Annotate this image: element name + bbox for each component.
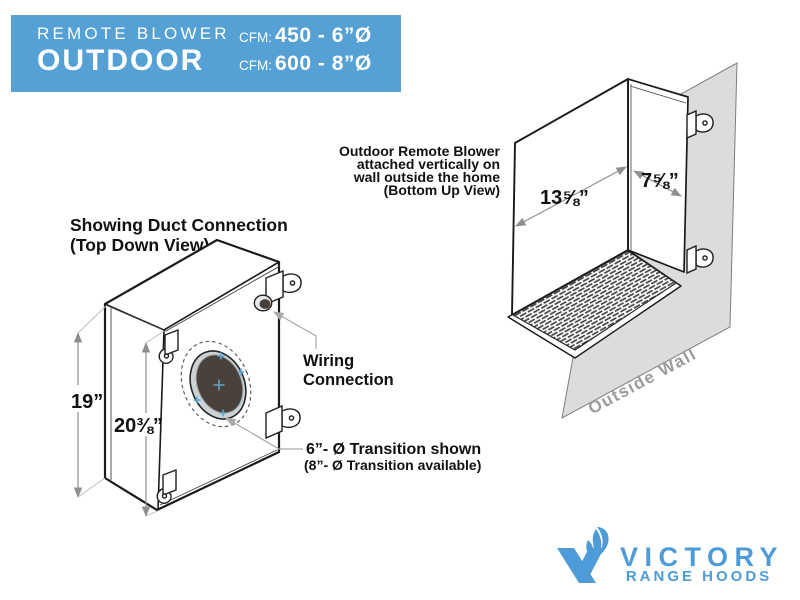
bottom-vent-grille: [511, 250, 678, 351]
victory-logo: VICTORY RANGE HOODS: [557, 527, 784, 585]
wiring-label-line2: Connection: [303, 371, 394, 389]
transition-leader-line: [225, 417, 303, 450]
caption-line1: Outdoor Remote Blower: [339, 143, 501, 159]
logo-brand-text: VICTORY: [620, 542, 784, 572]
dim-7-label: 7⅝”: [641, 170, 679, 192]
cfm-value-2: 600 - 8”Ø: [275, 52, 372, 75]
cfm-value-1: 450 - 6”Ø: [275, 24, 372, 47]
wiring-connection-callout: Wiring Connection: [273, 311, 394, 389]
duct-opening: [180, 340, 252, 428]
wiring-leader-line: [273, 311, 317, 349]
cfm-spec-row-1: CFM: 450 - 6”Ø: [239, 24, 372, 52]
wall-bracket-upper: [686, 109, 714, 140]
cfm-label-1: CFM:: [239, 30, 272, 45]
dim-7-line: [633, 170, 682, 197]
header-product-block: REMOTE BLOWER OUTDOOR: [37, 24, 230, 77]
mounting-bracket-bottom-right: [265, 404, 301, 440]
caption-line2: attached vertically on: [357, 156, 500, 172]
caption-line4: (Bottom Up View): [384, 182, 500, 198]
transition-label-line1: 6”- Ø Transition shown: [306, 441, 481, 458]
dim-13-line: [515, 166, 627, 227]
wall-mount-diagram: 13⅝” 7⅝” Outdoor Remote Blower attached …: [339, 62, 738, 419]
dim-20-label: 20⅜”: [114, 415, 163, 437]
dimension-19in: 19”: [71, 305, 107, 499]
dim-13-label: 13⅝”: [540, 187, 589, 209]
mounting-bracket-bottom-left: [156, 468, 177, 504]
cfm-spec-block: CFM: 450 - 6”Ø CFM: 600 - 8”Ø: [239, 24, 372, 80]
mounting-bracket-top-right: [265, 269, 302, 306]
caption-line3: wall outside the home: [353, 169, 500, 185]
left-diagram-title-line2: (Top Down View): [70, 235, 209, 255]
wall-mounting-brackets: [686, 109, 714, 275]
product-line-label: REMOTE BLOWER: [37, 24, 230, 43]
product-name-label: OUTDOOR: [37, 44, 205, 77]
wiring-label-line1: Wiring: [303, 352, 354, 370]
left-box-mounting-brackets: [156, 269, 302, 504]
box-bottom-seam-line: [159, 449, 278, 506]
duct-crosshair-marks: [193, 352, 245, 417]
left-diagram-title-line1: Showing Duct Connection: [70, 215, 288, 235]
cfm-spec-row-2: CFM: 600 - 8”Ø: [239, 52, 372, 80]
dimension-13-5-8in: 13⅝”: [515, 166, 627, 227]
duct-connection-diagram: Showing Duct Connection (Top Down View): [70, 215, 481, 518]
wall-box-top-lip-seam: [629, 85, 687, 104]
dim-19-extension-lines: [77, 305, 107, 498]
victory-logo-mark-icon: [557, 527, 609, 583]
wiring-connection-knob: [253, 294, 273, 312]
mounting-bracket-mid-left: [158, 328, 179, 364]
dimension-7-5-8in: 7⅝”: [633, 170, 682, 197]
wall-mount-caption: Outdoor Remote Blower attached verticall…: [339, 143, 501, 198]
transition-label-line2: (8”- Ø Transition available): [304, 457, 481, 473]
wall-bracket-lower: [686, 244, 714, 275]
header-banner: REMOTE BLOWER OUTDOOR CFM: 450 - 6”Ø CFM…: [11, 15, 401, 92]
dimension-20-3-8in: 20⅜”: [114, 330, 165, 518]
dim-19-label: 19”: [71, 391, 103, 413]
cfm-label-2: CFM:: [239, 58, 272, 73]
logo-tagline-text: RANGE HOODS: [626, 568, 772, 585]
transition-callout: 6”- Ø Transition shown (8”- Ø Transition…: [225, 417, 481, 473]
box-top-lip-line: [107, 265, 281, 332]
dim-20-extension-lines: [145, 330, 165, 517]
